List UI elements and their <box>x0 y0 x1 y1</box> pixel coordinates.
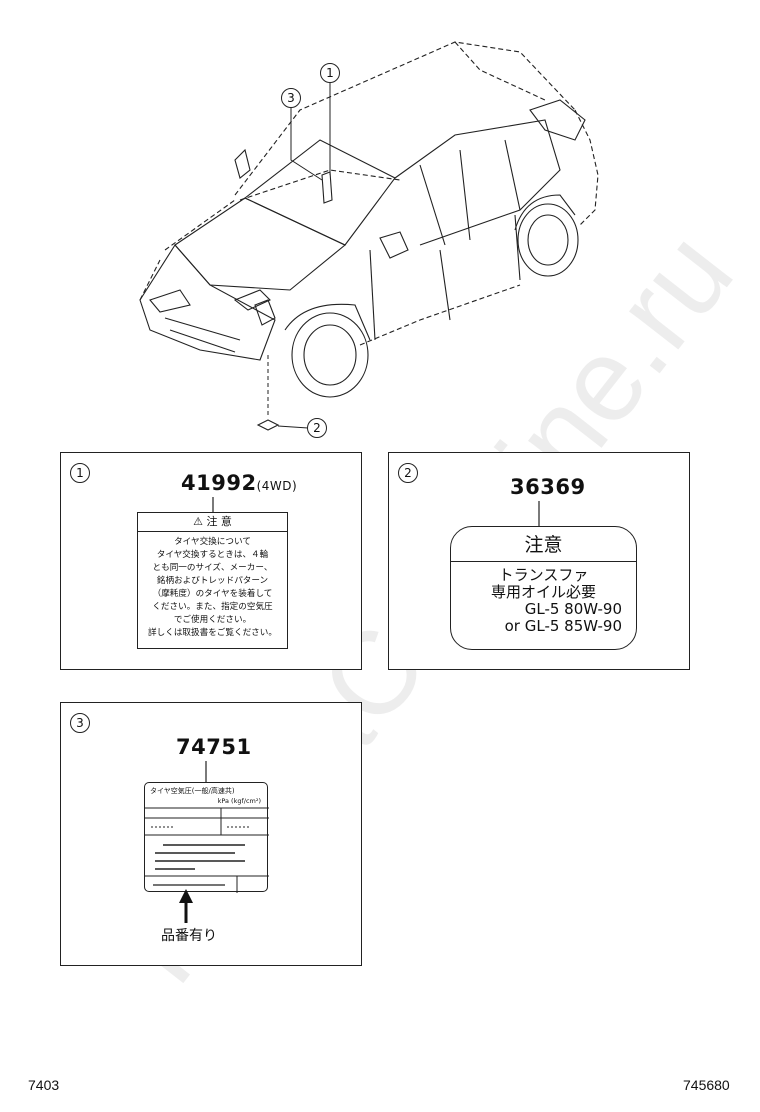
label-41992-heading: ⚠ 注 意 <box>138 513 287 532</box>
panel-2-leader <box>538 501 540 527</box>
oil-spec-2: or GL-5 85W-90 <box>504 617 622 635</box>
label-41992-body: タイヤ交換について タイヤ交換するときは、４輪 とも同一のサイズ、メーカー、 銘… <box>148 537 277 638</box>
panel-2-callout: 2 <box>398 463 418 483</box>
footer-left-code: 7403 <box>28 1077 60 1093</box>
variant-label: (4WD) <box>256 479 298 493</box>
arrow-caption: 品番有り <box>161 928 217 944</box>
panel-2: 2 36369 注意 トランスファ 専用オイル必要 GL-5 80W-90 or… <box>388 452 690 670</box>
panel-1: 1 41992(4WD) ⚠ 注 意 タイヤ交換について タイヤ交換するときは、… <box>60 452 362 670</box>
label-36369-drawing: 注意 トランスファ 専用オイル必要 GL-5 80W-90 or GL-5 85… <box>450 526 637 650</box>
footer-right-code: 745680 <box>683 1077 730 1093</box>
panel-1-leader <box>212 497 214 513</box>
panel-3: 3 74751 タイヤ空気圧(一般/高速共) kPa (kgf/cm²) <box>60 702 362 966</box>
panel-1-callout: 1 <box>70 463 90 483</box>
callout-1-vehicle: 1 <box>320 63 340 83</box>
panel-3-leader <box>205 761 207 782</box>
label-36369-heading: 注意 <box>451 527 636 562</box>
oil-spec-1: GL-5 80W-90 <box>524 600 622 618</box>
part-number-41992: 41992(4WD) <box>181 471 298 495</box>
label-74751-unit: kPa (kgf/cm²) <box>217 797 261 805</box>
panel-3-callout: 3 <box>70 713 90 733</box>
callout-3-vehicle: 3 <box>281 88 301 108</box>
callout-2-vehicle: 2 <box>307 418 327 438</box>
warning-triangle-icon: ⚠ <box>193 515 203 528</box>
label-74751-drawing: タイヤ空気圧(一般/高速共) kPa (kgf/cm²) <box>144 782 269 893</box>
label-36369-line-2: 専用オイル必要 <box>490 583 596 601</box>
part-number-74751: 74751 <box>176 735 252 759</box>
vehicle-illustration <box>139 41 599 431</box>
label-36369-line-1: トランスファ <box>498 566 589 584</box>
label-74751-lines <box>145 807 269 893</box>
label-41992-drawing: ⚠ 注 意 タイヤ交換について タイヤ交換するときは、４輪 とも同一のサイズ、メ… <box>137 512 288 649</box>
arrow-icon <box>179 889 193 923</box>
label-74751-title: タイヤ空気圧(一般/高速共) <box>150 787 235 795</box>
part-number-36369: 36369 <box>510 475 586 499</box>
